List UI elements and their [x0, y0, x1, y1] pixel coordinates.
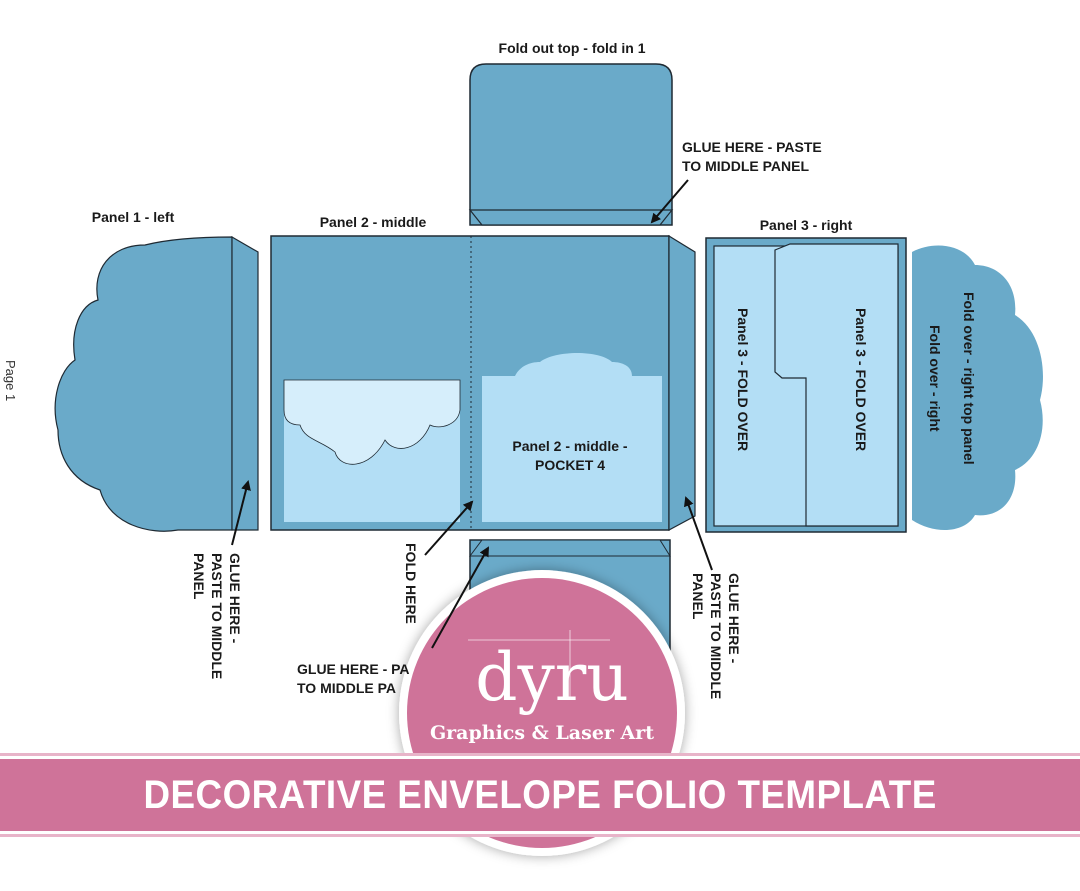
label-glue-bottom-1: GLUE HERE - PA: [297, 661, 410, 677]
arrow-glue-left: [231, 480, 251, 546]
label-fold-over-a: Panel 3 - FOLD OVER: [735, 308, 751, 451]
label-glue-right-3: PANEL: [690, 573, 706, 620]
arrow-fold-here: [424, 500, 474, 556]
right-glue-tab: [668, 234, 696, 532]
label-fold-right-2: Fold over - right: [927, 325, 943, 432]
title-banner: DECORATIVE ENVELOPE FOLIO TEMPLATE: [0, 756, 1080, 834]
logo-wordmark: dyru: [475, 639, 629, 716]
top-glue-tab: [468, 209, 674, 226]
banner-title: DECORATIVE ENVELOPE FOLIO TEMPLATE: [143, 772, 937, 817]
bottom-glue-tab: [469, 539, 671, 557]
left-glue-tab: [231, 235, 259, 531]
top-flap: [468, 63, 674, 226]
label-top-flap: Fold out top - fold in 1: [499, 40, 646, 56]
label-panel-1: Panel 1 - left: [92, 209, 175, 225]
panel-3-fold-tab: [774, 243, 899, 527]
label-glue-left-3: PANEL: [191, 553, 207, 600]
arrow-glue-bottom: [431, 546, 489, 649]
label-glue-left-2: PASTE TO MIDDLE: [209, 553, 225, 679]
panel-1-left: [54, 235, 259, 532]
label-glue-top-1: GLUE HERE - PASTE: [682, 139, 822, 155]
label-glue-bottom-2: TO MIDDLE PA: [297, 680, 396, 696]
arrow-glue-top: [650, 179, 689, 224]
label-pocket-1: Panel 2 - middle -: [512, 438, 627, 454]
label-panel-2: Panel 2 - middle: [320, 214, 427, 230]
label-panel-3: Panel 3 - right: [760, 217, 853, 233]
label-fold-over-b: Panel 3 - FOLD OVER: [853, 308, 869, 451]
arrow-glue-right: [684, 496, 713, 571]
label-glue-right-2: PASTE TO MIDDLE: [708, 573, 724, 699]
label-glue-top-2: TO MIDDLE PANEL: [682, 158, 809, 174]
label-glue-left-1: GLUE HERE -: [227, 553, 243, 644]
left-pocket-flap: [283, 379, 461, 465]
label-pocket-2: POCKET 4: [535, 457, 605, 473]
label-page: Page 1: [3, 360, 18, 401]
panel-3-right: [705, 237, 907, 533]
panel-2-middle: [270, 234, 696, 532]
label-fold-here: FOLD HERE: [403, 543, 419, 624]
label-fold-right-1: Fold over - right top panel: [961, 292, 977, 465]
pocket-4: [482, 353, 662, 522]
label-glue-right-1: GLUE HERE -: [726, 573, 742, 664]
right-scalloped-flap: [912, 245, 1043, 531]
logo-tagline: Graphics & Laser Art: [430, 722, 654, 744]
arrows: [231, 179, 713, 649]
